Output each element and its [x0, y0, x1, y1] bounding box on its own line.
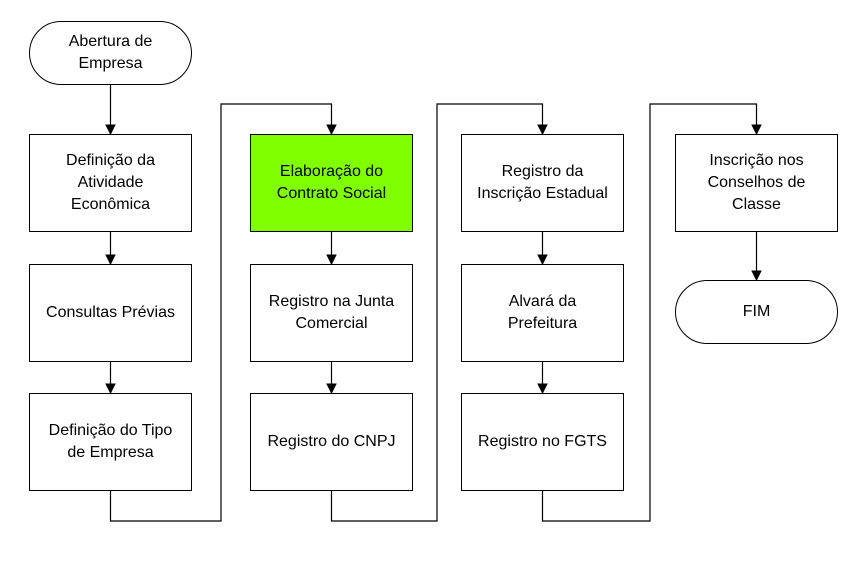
- node-registro-fgts: Registro no FGTS: [461, 393, 624, 491]
- arrow-definicao-tipo-to-elaboracao-contrato: [109, 103, 337, 522]
- arrow-registro-cnpj-to-registro-inscricao: [330, 103, 548, 522]
- node-fim: FIM: [675, 280, 838, 344]
- node-abertura: Abertura de Empresa: [29, 21, 192, 85]
- node-registro-cnpj: Registro do CNPJ: [250, 393, 413, 491]
- node-registro-junta: Registro na Junta Comercial: [250, 264, 413, 362]
- node-definicao-atividade: Definição da Atividade Econômica: [29, 134, 192, 232]
- node-alvara: Alvará da Prefeitura: [461, 264, 624, 362]
- node-registro-inscricao: Registro da Inscrição Estadual: [461, 134, 624, 232]
- node-inscricao-conselhos: Inscrição nos Conselhos de Classe: [675, 134, 838, 232]
- node-elaboracao-contrato: Elaboração do Contrato Social: [250, 134, 413, 232]
- arrow-registro-fgts-to-inscricao-conselhos: [541, 103, 762, 522]
- node-consultas-previas: Consultas Prévias: [29, 264, 192, 362]
- node-definicao-tipo: Definição do Tipo de Empresa: [29, 393, 192, 491]
